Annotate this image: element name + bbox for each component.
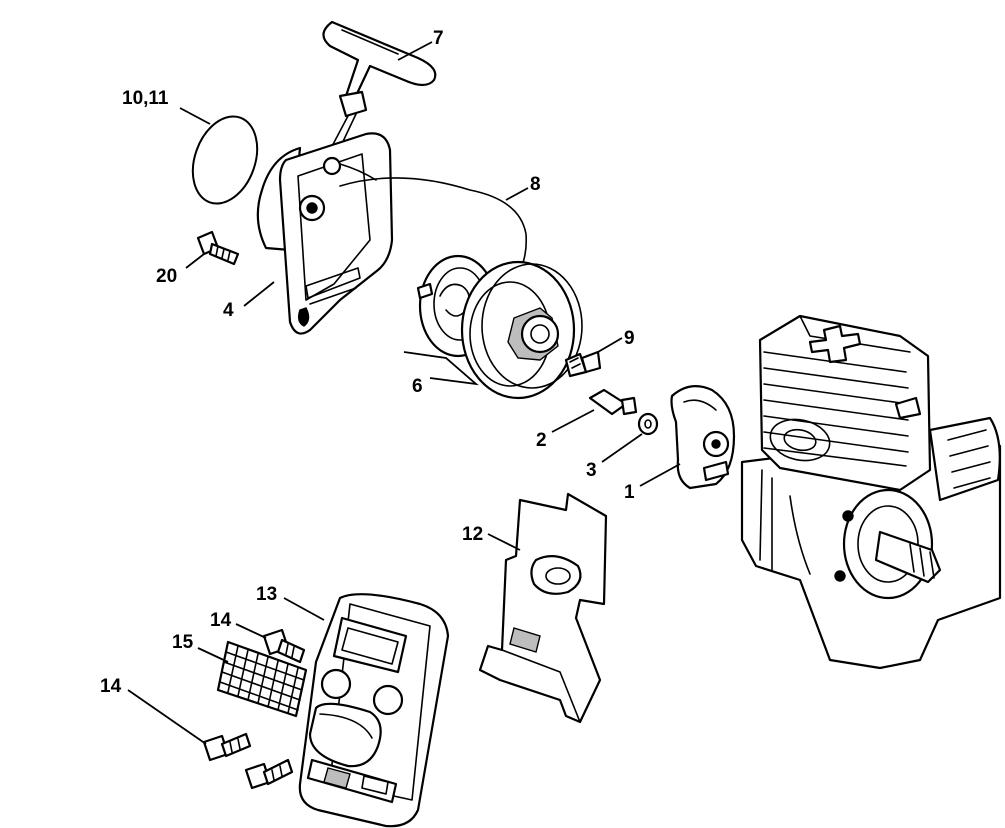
leader-14-top xyxy=(235,623,267,639)
callout-labels: 7 10,11 8 20 4 9 6 2 3 1 12 13 14 15 14 xyxy=(100,28,635,697)
callout-2: 2 xyxy=(536,430,547,451)
callout-20: 20 xyxy=(156,266,177,287)
leader-12 xyxy=(487,533,521,551)
leader-6 xyxy=(403,351,479,386)
leader-10-11 xyxy=(179,107,211,125)
callout-1: 1 xyxy=(624,482,635,503)
callout-8: 8 xyxy=(530,174,541,195)
spark-arrester-part xyxy=(216,640,308,718)
callout-4: 4 xyxy=(223,300,234,321)
housing-screw-part xyxy=(196,230,240,266)
leader-lines xyxy=(127,41,681,745)
leader-9 xyxy=(597,337,623,353)
fan-housing-part xyxy=(256,132,394,335)
washer-part xyxy=(637,412,659,436)
muffler-screw-bottom-part xyxy=(202,732,294,790)
heat-shield-part xyxy=(478,492,608,724)
callout-6: 6 xyxy=(412,376,423,397)
leader-4 xyxy=(243,281,275,307)
rope-rotor-part xyxy=(460,260,583,400)
muffler-part xyxy=(298,593,450,828)
o-ring-part xyxy=(191,115,259,205)
callout-14-bottom: 14 xyxy=(100,676,122,697)
leader-14-bottom xyxy=(127,689,207,745)
callout-10-11: 10,11 xyxy=(122,88,169,109)
leader-1 xyxy=(639,463,681,487)
leader-15 xyxy=(197,647,229,663)
leader-13 xyxy=(283,597,325,621)
engine-cylinder-part xyxy=(740,314,1002,670)
callout-12: 12 xyxy=(462,524,483,545)
callout-15: 15 xyxy=(172,632,194,653)
callout-9: 9 xyxy=(624,328,635,349)
leader-8 xyxy=(505,187,529,201)
leader-20 xyxy=(185,253,205,269)
pawl-pin-part xyxy=(588,388,638,416)
rotor-screw-part xyxy=(564,350,602,378)
leader-3 xyxy=(601,433,643,463)
starter-grip-part xyxy=(322,20,437,153)
callout-14-top: 14 xyxy=(210,610,232,631)
callout-7: 7 xyxy=(433,28,444,49)
callout-13: 13 xyxy=(256,584,277,605)
ignition-module-part xyxy=(670,385,736,490)
starter-rope-part xyxy=(339,177,528,283)
leader-2 xyxy=(551,409,595,433)
muffler-screw-top-part xyxy=(262,628,306,664)
callout-3: 3 xyxy=(586,460,597,481)
leader-7 xyxy=(397,41,433,61)
